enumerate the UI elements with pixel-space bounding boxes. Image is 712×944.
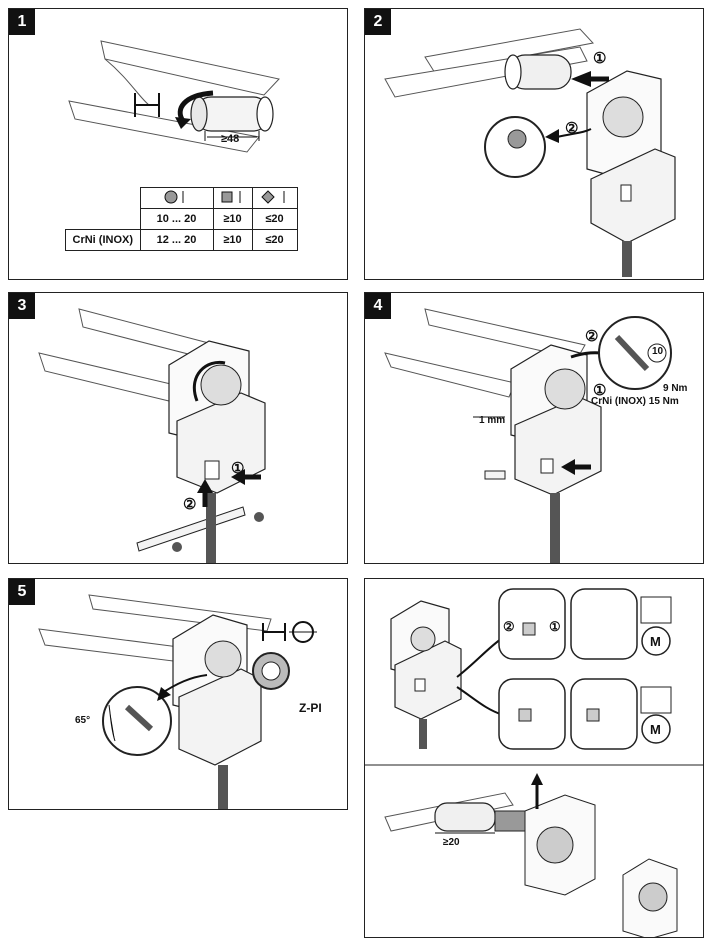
callout-2: ② bbox=[565, 120, 579, 137]
torque-standard: 9 Nm bbox=[663, 383, 688, 394]
step-4-illustration bbox=[384, 308, 672, 563]
step-number-5: 5 bbox=[9, 579, 35, 605]
diamond-range: ≤20 bbox=[251, 208, 298, 230]
step-number-3: 3 bbox=[9, 293, 35, 319]
manual-override-illustration bbox=[365, 588, 703, 937]
step-1-illustration bbox=[68, 40, 280, 153]
square-range: ≥10 bbox=[212, 208, 253, 230]
step-4-panel: 4 1 mm ① ② 10 9 Nm CrNi (INOX) 15 Nm bbox=[364, 292, 704, 564]
clamp-min-length: ≥20 bbox=[443, 837, 460, 848]
callout-1: ① bbox=[593, 382, 607, 399]
callout-1: ① bbox=[549, 619, 561, 634]
diamond-range: ≤20 bbox=[251, 229, 298, 251]
shaft-min-length: ≥48 bbox=[221, 133, 240, 145]
round-range: 10 ... 20 bbox=[139, 208, 214, 230]
step-number-1: 1 bbox=[9, 9, 35, 35]
adapter-model: Z-PI bbox=[299, 701, 322, 715]
callout-2: ② bbox=[585, 328, 599, 345]
manual-override-panel: ② ① M M ≥20 bbox=[364, 578, 704, 938]
table-row-label: CrNi (INOX) bbox=[65, 229, 141, 251]
step-1-panel: 1 ≥48 bbox=[8, 8, 348, 280]
round-range: 12 ... 20 bbox=[139, 229, 214, 251]
table-row-label bbox=[66, 209, 141, 230]
square-range: ≥10 bbox=[212, 229, 253, 251]
gap-dimension: 1 mm bbox=[479, 415, 506, 426]
motor-symbol: M bbox=[650, 634, 661, 649]
callout-1: ① bbox=[231, 460, 245, 477]
motor-symbol: M bbox=[650, 722, 661, 737]
callout-1: ① bbox=[593, 50, 607, 67]
step-2-illustration bbox=[384, 28, 676, 277]
step-5-illustration bbox=[38, 594, 317, 809]
wrench-size: 10 bbox=[652, 346, 664, 357]
step-number-4: 4 bbox=[365, 293, 391, 319]
square-shaft-icon bbox=[212, 187, 253, 209]
callout-2: ② bbox=[503, 619, 515, 634]
shaft-length-icon bbox=[262, 623, 286, 641]
round-shaft-icon bbox=[139, 187, 214, 209]
shaft-size-table: 10 ... 20 ≥10 ≤20 CrNi (INOX) 12 ... 20 … bbox=[65, 187, 298, 251]
step-5-panel: 5 65° Z-PI bbox=[8, 578, 348, 810]
step-number-2: 2 bbox=[365, 9, 391, 35]
shaft-length-icon bbox=[134, 93, 160, 117]
step-3-panel: 3 ① ② bbox=[8, 292, 348, 564]
callout-2: ② bbox=[183, 496, 197, 513]
step-2-panel: 2 ① ② bbox=[364, 8, 704, 280]
rotation-angle: 65° bbox=[75, 715, 91, 726]
step-3-illustration bbox=[38, 308, 266, 563]
diamond-shaft-icon bbox=[251, 187, 298, 209]
torque-inox: CrNi (INOX) 15 Nm bbox=[591, 396, 679, 407]
